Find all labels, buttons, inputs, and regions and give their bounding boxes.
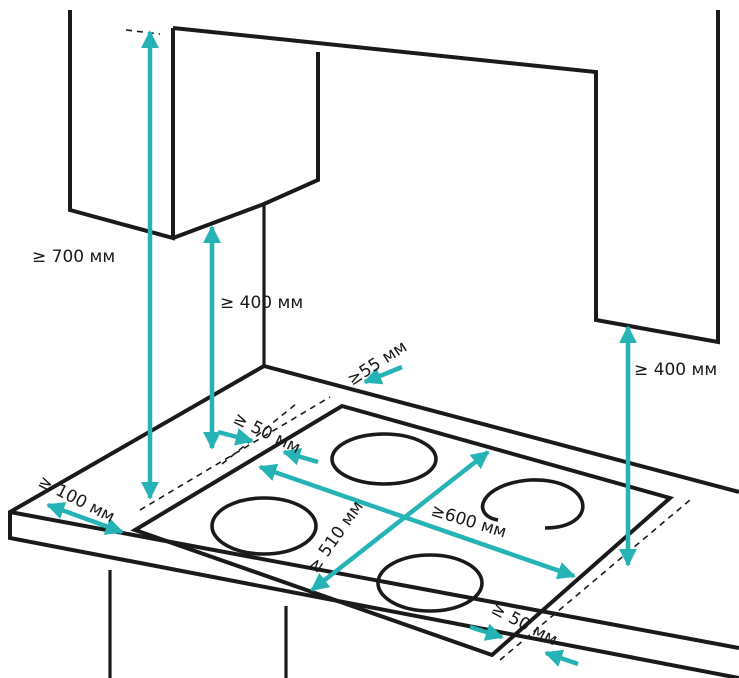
right-gap-arrow-b	[544, 649, 579, 667]
hood-reference-dash	[125, 29, 161, 35]
burner-top-left	[330, 432, 438, 486]
left-wall-cabinet	[68, 10, 320, 366]
dimension-labels: ≥ 700 мм ≥ 400 мм ≥ 400 мм ≥55 мм ≥ 50 м…	[32, 247, 717, 650]
hob	[130, 403, 675, 658]
back-wall-gap-arrow	[363, 364, 403, 385]
right-gap-arrow-a	[469, 623, 504, 641]
cabinet-right-height-label: ≥ 400 мм	[634, 360, 717, 380]
hob-width-label: ≥600 мм	[429, 501, 509, 543]
hood-back-panel	[172, 10, 720, 345]
clearance-dashed-lines	[139, 396, 691, 661]
back-wall-gap-label: ≥55 мм	[344, 337, 411, 390]
hood-height-label: ≥ 700 мм	[32, 247, 115, 267]
burner-bottom-left	[210, 496, 318, 556]
left-gap-arrow-a	[217, 428, 254, 446]
front-edge-gap-arrow	[46, 502, 124, 535]
hob-depth-arrow	[310, 450, 490, 592]
cabinet-left-height-label: ≥ 400 мм	[220, 293, 303, 313]
dimension-arrows	[46, 30, 637, 667]
